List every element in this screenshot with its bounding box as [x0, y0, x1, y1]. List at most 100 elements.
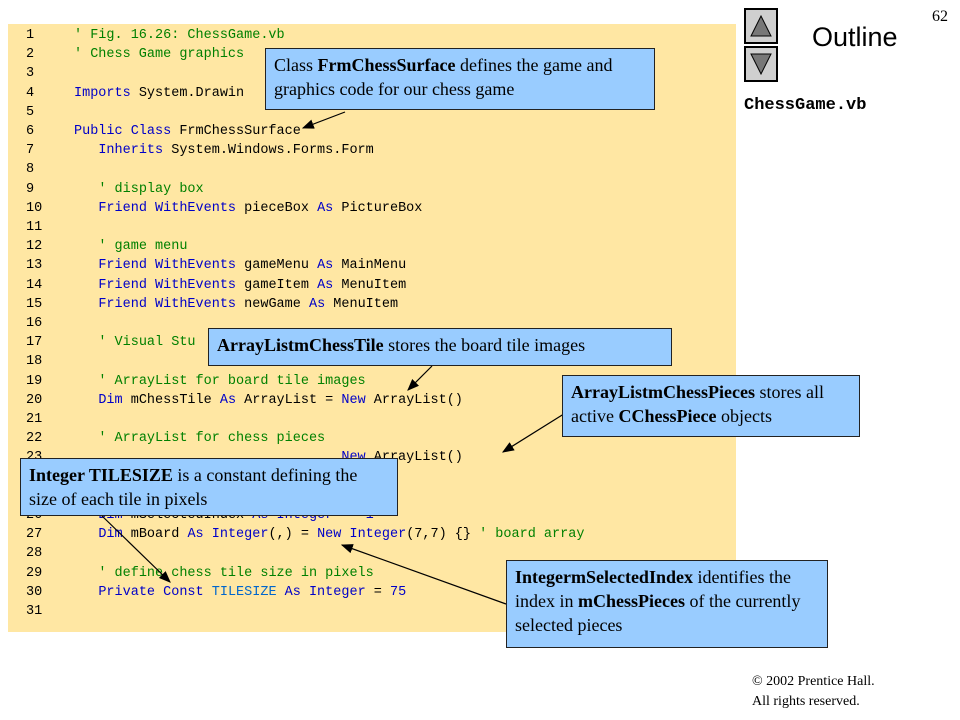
- file-name: ChessGame.vb: [744, 96, 867, 115]
- code-token: Dim: [98, 527, 123, 543]
- code-line: 12 ' game menu: [26, 237, 187, 256]
- callout-text: mChessPieces: [578, 591, 685, 611]
- code-token: New Integer: [317, 527, 407, 543]
- code-line: 17 ' Visual Stu: [26, 333, 196, 352]
- code-line: 18: [26, 352, 74, 371]
- callout-text: is a constant defining the size of each …: [29, 465, 358, 509]
- page-number: 62: [932, 8, 948, 25]
- line-number: 8: [26, 162, 35, 178]
- code-line: 31: [26, 602, 74, 621]
- code-token: PictureBox: [333, 200, 423, 216]
- code-line: 22 ' ArrayList for chess pieces: [26, 429, 325, 448]
- code-token: gameItem: [236, 277, 318, 293]
- callout-text: objects: [716, 406, 772, 426]
- code-token: (7,7) {}: [406, 527, 480, 543]
- previous-slide-button[interactable]: [744, 8, 778, 44]
- callout-text: Class: [274, 55, 318, 75]
- line-number: 22: [26, 431, 43, 447]
- code-token: ' Chess Game graphics: [74, 47, 245, 63]
- line-number: 14: [26, 277, 43, 293]
- code-token: New: [341, 392, 366, 408]
- code-token: TILESIZE: [203, 584, 285, 600]
- callout-mchesspieces: ArrayListmChessPieces stores all active …: [562, 375, 860, 437]
- code-token: Friend WithEvents: [98, 200, 237, 216]
- line-number: 5: [26, 104, 35, 120]
- line-number: 11: [26, 220, 43, 235]
- line-number: 13: [26, 258, 43, 274]
- code-token: 75: [389, 584, 407, 600]
- code-token: System.Windows.Forms.Form: [163, 143, 374, 159]
- code-token: As: [308, 296, 326, 312]
- code-line: 19 ' ArrayList for board tile images: [26, 372, 366, 391]
- callout-mchesstile: ArrayListmChessTile stores the board til…: [208, 328, 672, 366]
- code-line: 30 Private Const TILESIZE As Integer = 7…: [26, 583, 406, 602]
- next-slide-button[interactable]: [744, 46, 778, 82]
- code-line: 8: [26, 160, 74, 179]
- code-token: Inherits: [98, 143, 164, 159]
- line-number: 7: [26, 143, 35, 159]
- code-token: Friend WithEvents: [98, 296, 237, 312]
- code-token: =: [365, 584, 390, 600]
- code-line: 21: [26, 410, 74, 429]
- callout-text: stores the board tile images: [383, 335, 586, 355]
- line-number: 18: [26, 354, 43, 370]
- code-token: ArrayList =: [236, 392, 342, 408]
- outline-title: Outline: [812, 22, 898, 52]
- code-token: As Integer: [284, 584, 366, 600]
- code-token: ' display box: [98, 181, 204, 197]
- line-number: 30: [26, 584, 43, 600]
- code-token: Private Const: [98, 584, 204, 600]
- line-number: 9: [26, 181, 35, 197]
- code-token: ' game menu: [98, 239, 188, 255]
- callout-text: stores all active: [571, 382, 824, 426]
- code-token: MenuItem: [333, 277, 407, 293]
- callout-text: Integer TILESIZE: [29, 465, 173, 485]
- line-number: 2: [26, 47, 35, 63]
- code-token: As: [317, 258, 334, 274]
- code-token: newGame: [236, 296, 309, 312]
- code-line: 2 ' Chess Game graphics: [26, 45, 244, 64]
- callout-text: defines the game and graphics code for o…: [274, 55, 613, 99]
- code-token: ' Visual Stu: [98, 335, 196, 351]
- code-line: 16: [26, 314, 74, 333]
- code-token: Friend WithEvents: [98, 258, 237, 274]
- code-line: 29 ' define chess tile size in pixels: [26, 564, 374, 583]
- code-token: ArrayList(): [365, 392, 463, 408]
- code-line: 7 Inherits System.Windows.Forms.Form: [26, 141, 374, 160]
- copyright-line-1: © 2002 Prentice Hall.: [752, 674, 875, 689]
- callout-mselectedindex: IntegermSelectedIndex identifies the ind…: [506, 560, 828, 648]
- callout-text: FrmChessSurface: [317, 55, 456, 75]
- line-number: 12: [26, 239, 43, 255]
- line-number: 21: [26, 412, 43, 427]
- arrow-tile: [407, 365, 433, 391]
- code-token: gameMenu: [236, 258, 318, 274]
- code-line: 10 Friend WithEvents pieceBox As Picture…: [26, 199, 422, 218]
- code-token: MenuItem: [325, 296, 399, 312]
- line-number: 27: [26, 527, 43, 543]
- code-token: pieceBox: [236, 200, 318, 216]
- code-token: As Integer: [187, 527, 269, 543]
- triangle-down-icon: [750, 53, 772, 75]
- line-number: 4: [26, 85, 35, 101]
- code-token: As: [219, 392, 237, 408]
- code-token: mBoard: [122, 527, 188, 543]
- callout-tilesize: Integer TILESIZE is a constant defining …: [20, 458, 398, 516]
- code-token: (,) =: [268, 527, 318, 543]
- code-token: Imports: [74, 85, 131, 101]
- code-token: ' ArrayList for chess pieces: [98, 431, 326, 447]
- code-line: 11: [26, 218, 74, 237]
- arrow-frm: [301, 111, 346, 129]
- copyright-line-2: All rights reserved.: [752, 694, 860, 709]
- code-token: Friend WithEvents: [98, 277, 237, 293]
- code-line: 27 Dim mBoard As Integer(,) = New Intege…: [26, 525, 584, 544]
- callout-text: ArrayListmChessTile: [217, 335, 384, 355]
- code-line: 20 Dim mChessTile As ArrayList = New Arr…: [26, 391, 463, 410]
- callout-frmchesssurface: Class FrmChessSurface defines the game a…: [265, 48, 655, 110]
- code-line: 15 Friend WithEvents newGame As MenuItem: [26, 295, 398, 314]
- callout-text: IntegermSelectedIndex: [515, 567, 693, 587]
- code-line: 9 ' display box: [26, 180, 204, 199]
- line-number: 15: [26, 296, 43, 312]
- code-token: Dim: [98, 392, 123, 408]
